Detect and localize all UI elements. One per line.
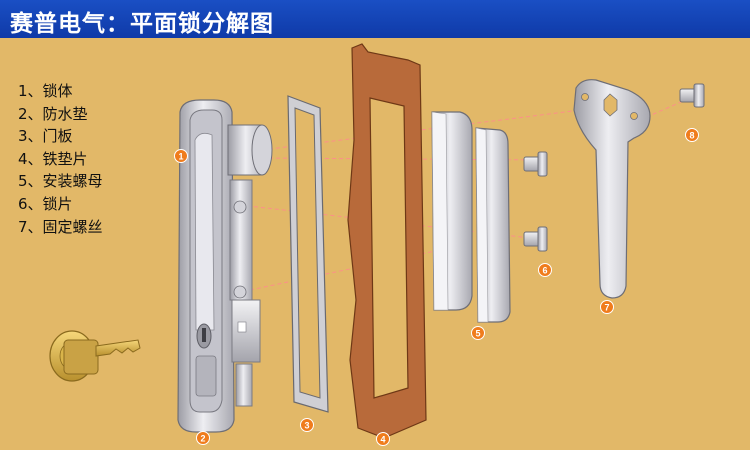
door-panel-icon (347, 43, 427, 439)
callout-1: 1 (174, 149, 188, 163)
legend-item-1: 1、锁体 (18, 82, 73, 100)
key-icon (49, 330, 141, 382)
svg-text:1: 1 (178, 152, 183, 162)
title-bar: 赛普电气：平面锁分解图 (0, 0, 750, 38)
svg-text:4: 4 (380, 435, 385, 445)
legend-item-4: 4、铁垫片 (18, 149, 88, 168)
callout-4: 4 (376, 432, 390, 446)
flat-lock-body-icon (177, 99, 273, 433)
callout-7: 7 (600, 300, 614, 314)
legend-item-7: 7、固定螺丝 (18, 217, 103, 236)
locking-plate-icon (573, 79, 651, 299)
callout-6: 6 (538, 263, 552, 277)
svg-text:6: 6 (542, 266, 547, 276)
mounting-nut-icon (475, 127, 511, 323)
legend-item-3: 3、门板 (18, 127, 73, 146)
callout-3: 3 (300, 418, 314, 432)
callout-8: 8 (685, 128, 699, 142)
waterproof-gasket-icon (287, 95, 329, 413)
page-title: 赛普电气：平面锁分解图 (10, 11, 274, 37)
iron-washer-icon (431, 111, 473, 311)
svg-text:8: 8 (689, 131, 694, 141)
svg-text:2: 2 (200, 434, 205, 444)
callout-5: 5 (471, 326, 485, 340)
legend-item-2: 2、防水垫 (18, 104, 88, 123)
legend-item-5: 5、安装螺母 (18, 172, 103, 191)
svg-text:5: 5 (475, 329, 480, 339)
svg-text:3: 3 (304, 421, 309, 431)
screw-icon (523, 151, 548, 252)
svg-text:7: 7 (604, 303, 609, 313)
fixing-screw-icon (679, 83, 705, 108)
callout-2: 2 (196, 431, 210, 445)
parts-legend: 1、锁体 2、防水垫 3、门板 4、铁垫片 5、安装螺母 6、锁片 7、固定螺丝 (18, 80, 103, 238)
legend-item-6: 6、锁片 (18, 194, 73, 213)
